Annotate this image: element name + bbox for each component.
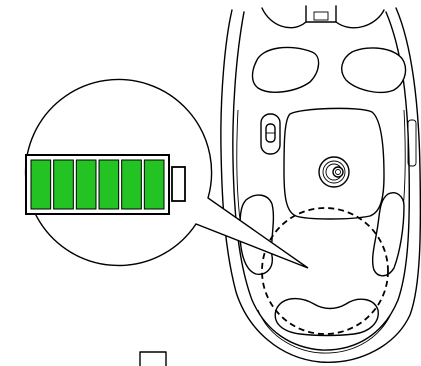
battery-segments [30,159,165,210]
mouse-outer-shell [220,7,421,363]
battery-segment [121,159,142,210]
mouse-bottom-view [139,5,421,366]
battery-terminal [171,166,186,202]
sensor-lens [318,156,350,188]
skate-rear [274,297,379,337]
battery-icon [25,154,186,215]
side-line-left [236,109,241,221]
bottom-edge-tab [139,351,167,366]
battery-segment [75,159,97,210]
mouse-inner-shell [232,11,410,351]
front-edge-left [261,7,307,29]
skate-bottom-right [371,192,405,277]
battery-segment [98,159,120,210]
battery-segment [53,159,74,210]
battery-location-circle [261,207,389,335]
front-port-inner [313,11,329,21]
front-port [305,5,337,23]
rear-contour [257,309,391,354]
front-edge-right [335,9,385,29]
battery-segment [143,159,165,210]
skate-top-left [251,46,320,93]
battery-segment [30,159,52,210]
skate-top-right [341,47,407,94]
side-button-right [407,119,417,167]
